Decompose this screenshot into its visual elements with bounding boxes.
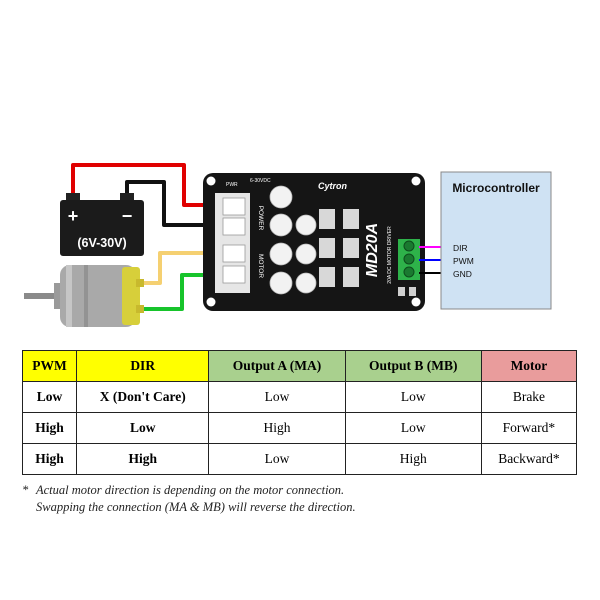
- green-wire: [136, 273, 222, 311]
- battery-minus-label: −: [122, 206, 133, 226]
- cell-output-b: Low: [344, 381, 482, 413]
- footnote: * Actual motor direction is depending on …: [22, 482, 356, 516]
- header-motor: Motor: [480, 350, 578, 382]
- footnote-star: *: [22, 483, 29, 497]
- cell-output-a: High: [208, 412, 346, 444]
- board-model-label: MD20A: [364, 223, 381, 277]
- cell-dir: High: [76, 443, 210, 475]
- yellow-wire: [136, 251, 222, 285]
- cell-pwm: High: [21, 412, 78, 444]
- board-motor-label: MOTOR: [257, 254, 264, 278]
- table-row: High High Low High Backward*: [21, 443, 578, 475]
- header-output-b: Output B (MB): [344, 350, 482, 382]
- cell-output-b: Low: [344, 412, 482, 444]
- cell-output-a: Low: [208, 381, 346, 413]
- table-row: High Low High Low Forward*: [21, 412, 578, 444]
- power-wires: [71, 163, 222, 227]
- cell-motor: Brake: [480, 381, 578, 413]
- dc-motor: [24, 265, 144, 327]
- cell-motor: Backward*: [480, 443, 578, 475]
- cell-output-a: Low: [208, 443, 346, 475]
- table-row: Low X (Don't Care) Low Low Brake: [21, 381, 578, 413]
- pwm-label: PWM: [453, 256, 474, 266]
- microcontroller: Microcontroller DIR PWM GND: [440, 171, 552, 310]
- board-mosfets: [319, 209, 359, 287]
- board-subtitle-label: 20A DC MOTOR DRIVER: [387, 226, 393, 284]
- cell-pwm: Low: [21, 381, 78, 413]
- cell-pwm: High: [21, 443, 78, 475]
- table-header-row: PWM DIR Output A (MA) Output B (MB) Moto…: [21, 350, 578, 382]
- battery-voltage-label: (6V-30V): [77, 236, 126, 250]
- dir-label: DIR: [453, 243, 468, 253]
- cell-motor: Forward*: [480, 412, 578, 444]
- battery: + − (6V-30V): [60, 193, 144, 256]
- red-wire: [71, 163, 222, 207]
- header-dir: DIR: [76, 350, 210, 382]
- motor-driver-board: POWER MOTOR PWR 6-30VDC Cytron MD20A 20A…: [203, 173, 425, 311]
- cell-output-b: High: [344, 443, 482, 475]
- cell-dir: Low: [76, 412, 210, 444]
- board-brand-label: Cytron: [318, 181, 348, 191]
- battery-plus-label: +: [68, 206, 79, 226]
- cell-dir: X (Don't Care): [76, 381, 210, 413]
- board-capacitors: [269, 185, 317, 295]
- board-power-label: POWER: [257, 206, 264, 231]
- black-wire: [125, 180, 222, 227]
- header-output-a: Output A (MA): [208, 350, 346, 382]
- board-vin-label: 6-30VDC: [250, 178, 271, 184]
- footnote-text-1: Actual motor direction is depending on t…: [36, 483, 345, 497]
- footnote-line-1: * Actual motor direction is depending on …: [22, 482, 356, 499]
- header-pwm: PWM: [21, 350, 78, 382]
- gnd-label: GND: [453, 269, 472, 279]
- microcontroller-title: Microcontroller: [452, 181, 540, 195]
- motor-wires: [136, 251, 222, 311]
- truth-table: PWM DIR Output A (MA) Output B (MB) Moto…: [21, 350, 578, 475]
- footnote-line-2: Swapping the connection (MA & MB) will r…: [36, 500, 356, 514]
- wiring-diagram: + − (6V-30V) POWER MOTOR PWR 6-30VDC: [24, 163, 552, 327]
- board-pwr-label: PWR: [226, 182, 238, 188]
